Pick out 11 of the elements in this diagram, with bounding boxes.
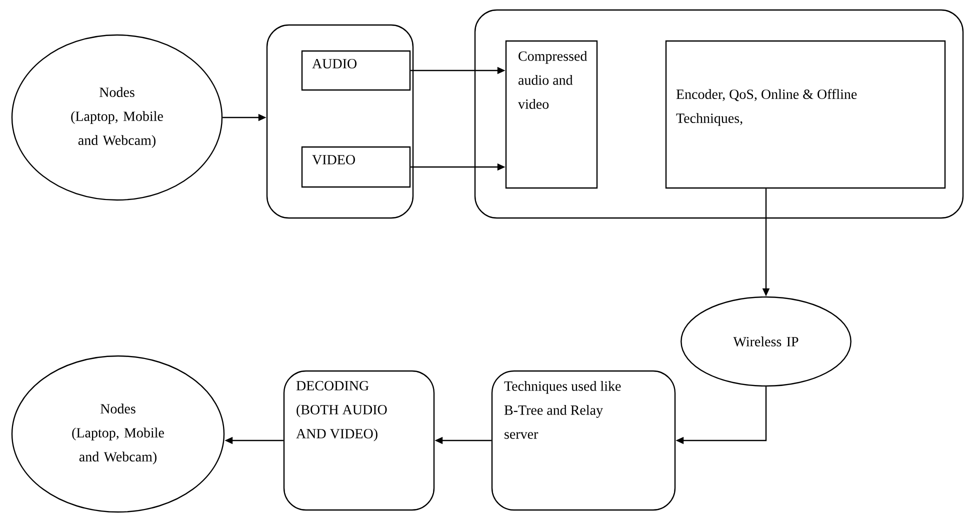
process-box: Compressed audio and video <box>505 40 598 189</box>
process-box: Encoder, QoS, Online & Offline Techniques, <box>665 40 946 189</box>
ellipse-node: Nodes (Laptop, Mobile and Webcam) <box>11 34 223 201</box>
process-box: DECODING (BOTH AUDIO AND VIDEO) <box>283 370 435 511</box>
ellipse-node: Wireless IP <box>680 296 852 387</box>
group-box <box>474 9 964 219</box>
process-box: Techniques used like B-Tree and Relay server <box>491 370 676 511</box>
ellipse-node: Nodes (Laptop, Mobile and Webcam) <box>11 355 225 513</box>
process-box: AUDIO <box>301 50 411 91</box>
group-box <box>266 24 414 219</box>
process-box: VIDEO <box>301 146 411 188</box>
